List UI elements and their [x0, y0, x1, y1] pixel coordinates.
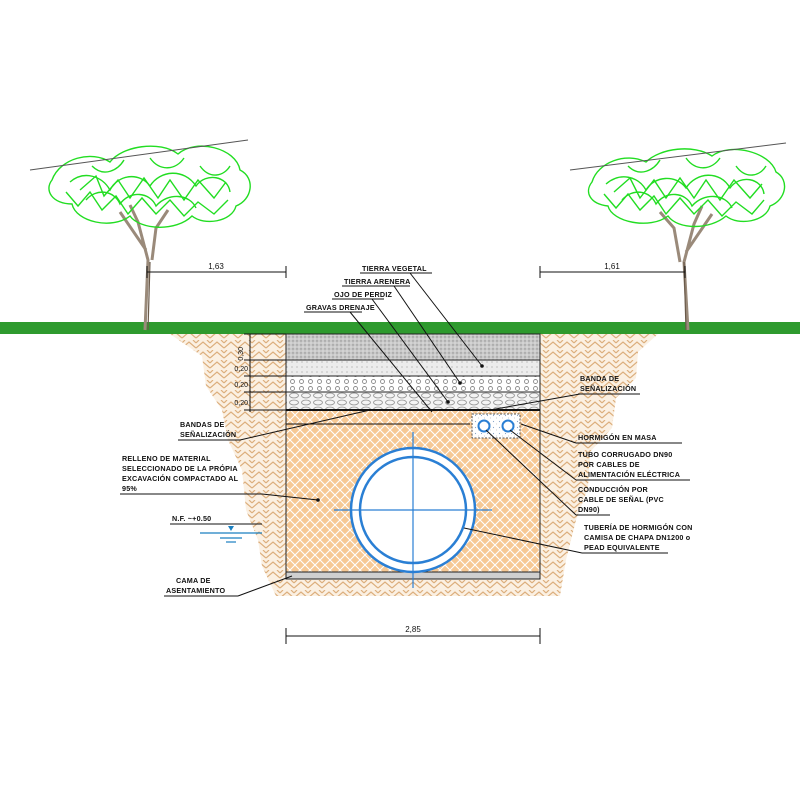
- right-tree: [587, 148, 786, 331]
- topsoil-layer: [285, 333, 541, 361]
- sandy-soil-layer: [285, 359, 541, 377]
- layer-4-thickness: 0,20: [234, 400, 248, 407]
- left-tree-dimension: 1,63: [146, 262, 287, 278]
- svg-text:TIERRA ARENERA: TIERRA ARENERA: [344, 277, 411, 286]
- svg-text:CABLE DE SEÑAL (PVC: CABLE DE SEÑAL (PVC: [578, 495, 664, 504]
- label-tierra-arenera: TIERRA ARENERA: [342, 277, 462, 385]
- svg-text:GRAVAS DRENAJE: GRAVAS DRENAJE: [306, 303, 375, 312]
- label-tierra-vegetal: TIERRA VEGETAL: [360, 264, 484, 368]
- svg-text:CAMISA DE CHAPA DN1200 o: CAMISA DE CHAPA DN1200 o: [584, 533, 691, 542]
- svg-text:RELLENO DE MATERIAL: RELLENO DE MATERIAL: [122, 454, 211, 463]
- label-tuberia-hormigon: TUBERÍA DE HORMIGÓN CON CAMISA DE CHAPA …: [463, 523, 693, 554]
- power-conduit: [477, 419, 491, 433]
- svg-text:SEÑALIZACIÓN: SEÑALIZACIÓN: [580, 384, 636, 393]
- svg-text:SELECCIONADO DE LA PRÓPIA: SELECCIONADO DE LA PRÓPIA: [122, 464, 238, 473]
- label-hormigon-masa: HORMIGÓN EN MASA: [520, 423, 682, 444]
- label-bandas-senalizacion: BANDAS DE SEÑALIZACIÓN: [178, 409, 371, 441]
- svg-text:CAMA DE: CAMA DE: [176, 576, 211, 585]
- drainage-gravel-layer: [285, 391, 541, 411]
- label-gravas-drenaje: GRAVAS DRENAJE: [304, 303, 433, 413]
- svg-text:HORMIGÓN EN MASA: HORMIGÓN EN MASA: [578, 433, 657, 442]
- svg-text:EXCAVACIÓN COMPACTADO AL: EXCAVACIÓN COMPACTADO AL: [122, 474, 239, 483]
- left-tree-crown: [48, 145, 251, 228]
- trench-width-value: 2,85: [405, 625, 421, 634]
- layer-top-thickness: 0,30: [238, 347, 245, 361]
- water-table-indicator: N.F. ~+0.50: [170, 514, 262, 543]
- layer-2-thickness: 0,20: [234, 366, 248, 373]
- label-conduccion-senal: CONDUCCIÓN POR CABLE DE SEÑAL (PVC DN90): [485, 429, 664, 516]
- svg-text:OJO DE PERDIZ: OJO DE PERDIZ: [334, 290, 393, 299]
- svg-text:ALIMENTACIÓN ELÉCTRICA: ALIMENTACIÓN ELÉCTRICA: [578, 470, 680, 479]
- layer-thickness-dimensions: 0,30 0,20 0,20 0,20: [234, 333, 286, 412]
- svg-text:CONDUCCIÓN POR: CONDUCCIÓN POR: [578, 485, 648, 494]
- right-tree-offset-value: 1,61: [604, 262, 620, 271]
- svg-text:BANDAS DE: BANDAS DE: [180, 420, 225, 429]
- label-ojo-de-perdiz: OJO DE PERDIZ: [332, 290, 450, 404]
- layer-3-thickness: 0,20: [234, 382, 248, 389]
- label-tubo-corrugado: TUBO CORRUGADO DN90 POR CABLES DE ALIMEN…: [509, 429, 690, 481]
- svg-text:TIERRA VEGETAL: TIERRA VEGETAL: [362, 264, 427, 273]
- svg-text:BANDA DE: BANDA DE: [580, 374, 619, 383]
- label-relleno: RELLENO DE MATERIAL SELECCIONADO DE LA P…: [120, 454, 320, 502]
- label-banda-senalizacion: BANDA DE SEÑALIZACIÓN: [489, 374, 640, 411]
- right-tree-dimension: 1,61: [539, 262, 686, 278]
- svg-text:95%: 95%: [122, 484, 137, 493]
- trench-width-dimension: 2,85: [285, 625, 541, 644]
- svg-text:TUBO CORRUGADO DN90: TUBO CORRUGADO DN90: [578, 450, 672, 459]
- svg-text:TUBERÍA DE HORMIGÓN CON: TUBERÍA DE HORMIGÓN CON: [584, 523, 693, 532]
- right-slope-line: [569, 142, 787, 171]
- left-tree: [48, 145, 251, 331]
- water-table-label: N.F. ~+0.50: [172, 514, 211, 523]
- right-tree-crown: [587, 148, 786, 228]
- svg-text:SEÑALIZACIÓN: SEÑALIZACIÓN: [180, 430, 236, 439]
- left-tree-offset-value: 1,63: [208, 262, 224, 271]
- svg-text:POR CABLES DE: POR CABLES DE: [578, 460, 640, 469]
- label-cama-asentamiento: CAMA DE ASENTAMIENTO: [164, 575, 293, 597]
- ground-surface: [0, 322, 800, 334]
- svg-text:DN90): DN90): [578, 505, 600, 514]
- svg-text:PEAD EQUIVALENTE: PEAD EQUIVALENTE: [584, 543, 660, 552]
- signal-conduit: [501, 419, 515, 433]
- svg-text:ASENTAMIENTO: ASENTAMIENTO: [166, 586, 225, 595]
- left-slope-line: [29, 139, 249, 171]
